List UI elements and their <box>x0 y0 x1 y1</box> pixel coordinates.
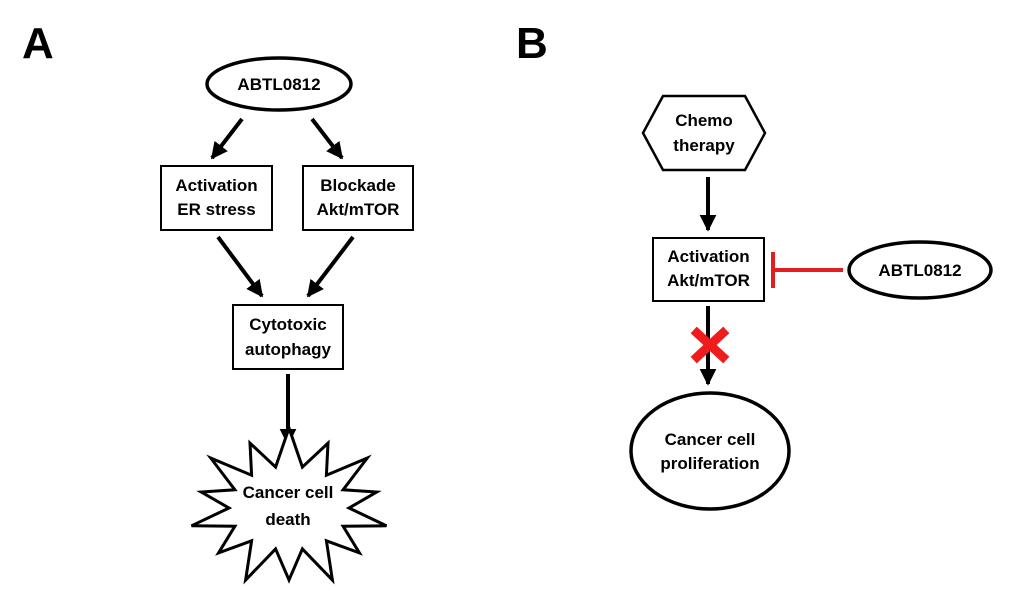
abtl0812-ellipse-a <box>205 56 353 112</box>
chemotherapy-label-line2: therapy <box>673 136 735 155</box>
abtl0812-node-a: ABTL0812 <box>205 56 353 112</box>
panel-b: B Chemo therapy Activation Akt/mTOR ABTL… <box>516 19 993 511</box>
abtl0812-ellipse-b <box>847 240 993 300</box>
panel-a-label: A <box>22 19 54 68</box>
akt-activation-label-line1: Activation <box>667 247 749 266</box>
arrow-abtl-to-er <box>210 117 244 160</box>
er-stress-label-line1: Activation <box>175 176 257 195</box>
autophagy-box <box>232 304 344 370</box>
cell-death-starburst <box>190 423 388 585</box>
panel-b-label: B <box>516 19 548 68</box>
chemotherapy-hexagon <box>641 94 767 172</box>
inhibition-arrow <box>771 252 843 288</box>
autophagy-label-line2: autophagy <box>245 340 331 359</box>
proliferation-ellipse <box>629 391 791 511</box>
proliferation-label-line2: proliferation <box>660 454 759 473</box>
akt-blockade-label-line1: Blockade <box>320 176 396 195</box>
cell-death-label-line1: Cancer cell <box>243 483 334 502</box>
autophagy-label-line1: Cytotoxic <box>249 315 326 334</box>
akt-blockade-label-line2: Akt/mTOR <box>317 200 400 219</box>
abtl0812-node-b: ABTL0812 <box>847 240 993 300</box>
er-stress-box <box>160 165 273 231</box>
akt-activation-box <box>652 237 765 302</box>
arrow-er-to-autophagy <box>216 235 264 298</box>
er-stress-label-line2: ER stress <box>177 200 255 219</box>
proliferation-label-line1: Cancer cell <box>665 430 756 449</box>
chemotherapy-label-line1: Chemo <box>675 111 733 130</box>
proliferation-node: Cancer cell proliferation <box>629 391 791 511</box>
red-x-stroke-2 <box>690 326 730 364</box>
er-stress-node: Activation ER stress <box>160 165 273 231</box>
arrow-akt-to-autophagy <box>306 235 355 298</box>
red-x-icon <box>690 326 730 364</box>
akt-blockade-box <box>302 165 414 231</box>
cell-death-node: Cancer cell death <box>190 423 388 585</box>
autophagy-node: Cytotoxic autophagy <box>232 304 344 370</box>
abtl0812-label-b: ABTL0812 <box>878 261 961 280</box>
panel-a: A ABTL0812 Activation ER stress Blockade… <box>22 19 414 585</box>
abtl0812-label-a: ABTL0812 <box>237 75 320 94</box>
akt-activation-node: Activation Akt/mTOR <box>652 237 765 302</box>
arrow-abtl-to-akt <box>310 117 344 160</box>
akt-blockade-node: Blockade Akt/mTOR <box>302 165 414 231</box>
cell-death-label-line2: death <box>265 510 310 529</box>
akt-activation-label-line2: Akt/mTOR <box>667 271 750 290</box>
chemotherapy-node: Chemo therapy <box>641 94 767 172</box>
